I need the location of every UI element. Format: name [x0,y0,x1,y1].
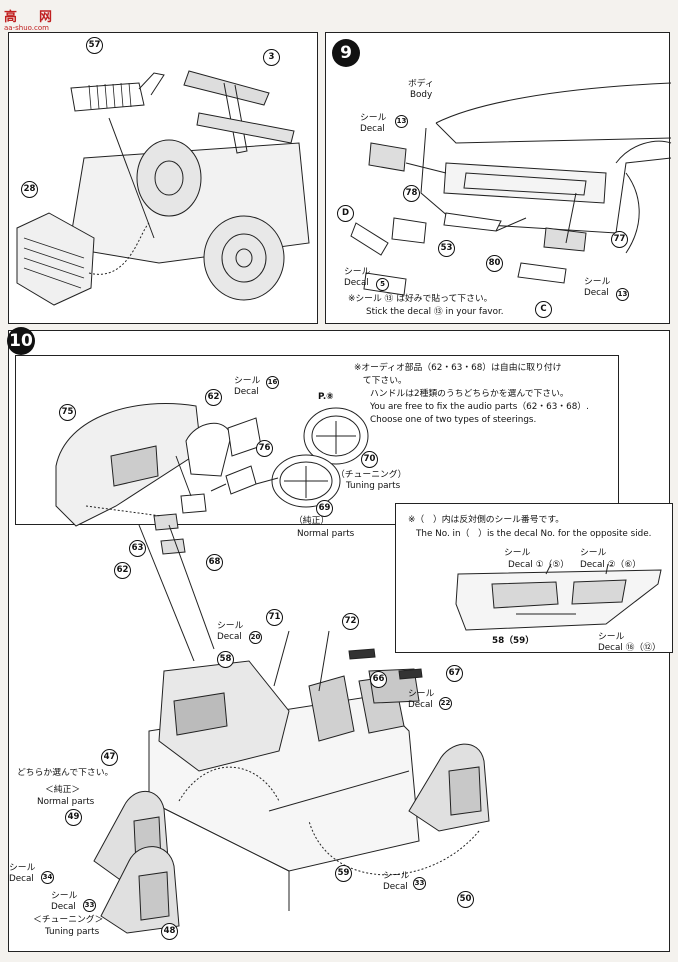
label-decal-jp-main-1: シール [217,621,244,631]
audio-note-line-4: You are free to fix the audio parts（62・6… [370,402,589,412]
page-reference: P.⑧ [318,392,334,402]
label-tuning-en-top: Tuning parts [346,481,401,491]
label-decal-jp-door-b: シール [580,548,607,558]
part-number-62b: 62 [114,562,131,579]
audio-note-line-1: ※オーディオ部品（62・63・68）は自由に取り付け [354,363,562,373]
label-decal-en-2: Decal [344,278,369,288]
part-number-50: 50 [457,891,474,908]
watermark-url: aa-shuo.com [4,24,49,32]
interior-tub-drawing [93,524,490,934]
part-number-76: 76 [256,440,273,457]
part-number-77: 77 [611,231,628,248]
audio-note-line-2: て下さい。 [354,376,407,386]
label-decal-en-main-1: Decal [217,632,242,642]
choose-one-jp: どちらか選んで下さい。 [17,768,114,778]
label-decal-en-1: Decal [360,124,385,134]
part-number-53: 53 [438,240,455,257]
inset-dashboard: 75 62 シール Decal 16 76 P.⑧ 70 （チューニング） Tu… [15,355,619,579]
label-decal-en-main-5: Decal [383,882,408,892]
part-number-59: 59 [335,865,352,882]
label-decal-en-main-3: Decal [9,874,34,884]
part-number-78: 78 [403,185,420,202]
label-decal-en-main-2: Decal [408,700,433,710]
label-decal-en-main-4: Decal [51,902,76,912]
label-decal-en-3: Decal [584,288,609,298]
part-number-57: 57 [86,37,103,54]
part-number-66: 66 [370,671,387,688]
decal-number-5: 5 [376,278,389,291]
label-decal-en-door-c: Decal ⑱（⑫） [598,643,661,653]
step9-note-jp: ※シール ⑬ は好みで貼って下さい。 [348,294,493,304]
letter-d: D [337,205,354,222]
label-decal-en-door-b: Decal ②（⑥） [580,560,642,570]
label-door-part: 58（59） [492,636,535,646]
label-decal-jp-1: シール [360,113,387,123]
step-badge-9: 9 [332,39,360,67]
part-number-28: 28 [21,181,38,198]
watermark-logo: 高网 [4,10,53,25]
step-badge-10: 10 [7,327,35,355]
label-decal-jp-main-4: シール [51,891,78,901]
decal-number-33b: 33 [413,877,426,890]
part-number-70: 70 [361,451,378,468]
label-body-en: Body [410,90,433,100]
label-decal-jp-door-a: シール [504,548,531,558]
label-normal-en-top: Normal parts [297,529,355,539]
part-number-58: 58 [217,651,234,668]
chassis-drawing [16,70,310,306]
label-decal-en-door-a: Decal ①（⑤） [508,560,570,570]
part-number-71: 71 [266,609,283,626]
door-panel-drawing [455,563,662,631]
label-tuning-en-main: Tuning parts [45,927,100,937]
label-normal-jp-main: ＜純正＞ [45,785,81,795]
part-number-72: 72 [342,613,359,630]
label-normal-en-main: Normal parts [37,797,95,807]
decal-number-20: 20 [249,631,262,644]
label-decal-jp-3: シール [584,277,611,287]
label-tuning-jp-main: ＜チューニング＞ [33,915,104,925]
label-decal-jp-top: シール [234,376,261,386]
part-number-63: 63 [129,540,146,557]
decal-number-22: 22 [439,697,452,710]
panel-chassis: 57 3 28 [8,32,318,324]
label-decal-jp-main-2: シール [408,689,435,699]
audio-note-line-5: Choose one of two types of steerings. [370,415,537,425]
door-note-en: The No. in（ ）is the decal No. for the op… [416,529,652,539]
part-number-68: 68 [206,554,223,571]
letter-c: C [535,301,552,318]
decal-number-16: 16 [266,376,279,389]
panel-step-9: 9 ボディ Body シール Decal 13 7 [325,32,672,324]
part-number-3: 3 [263,49,280,66]
part-number-67: 67 [446,665,463,682]
part-number-75: 75 [59,404,76,421]
part-number-69: 69 [316,500,333,517]
step9-note-en: Stick the decal ⑬ in your favor. [366,307,504,317]
label-decal-jp-main-3: シール [9,863,36,873]
panel-step-10: 10 [7,327,673,952]
decal-number-13a: 13 [395,115,408,128]
part-number-80: 80 [486,255,503,272]
decal-number-33a: 33 [83,899,96,912]
part-number-47: 47 [101,749,118,766]
dashboard-drawing [55,403,369,555]
decal-number-13b: 13 [616,288,629,301]
body-front-drawing [350,82,672,296]
audio-note-line-3: ハンドルは2種類のうちどちらかを選んで下さい。 [370,389,569,399]
decal-number-34: 34 [41,871,54,884]
label-decal-jp-door-c: シール [598,632,625,642]
part-number-62a: 62 [205,389,222,406]
label-decal-jp-main-5: シール [383,871,410,881]
inset-door-panel: ※（ ）内は反対側のシール番号です。 The No. in（ ）is the d… [395,503,673,653]
label-decal-en-top: Decal [234,387,259,397]
label-tuning-jp-top: （チューニング） [336,470,407,480]
part-number-48: 48 [161,923,178,940]
door-note-jp: ※（ ）内は反対側のシール番号です。 [408,515,565,525]
label-decal-jp-2: シール [344,267,371,277]
part-number-49: 49 [65,809,82,826]
label-body-jp: ボディ [408,79,434,89]
label-normal-jp-top: （純正） [294,516,330,526]
